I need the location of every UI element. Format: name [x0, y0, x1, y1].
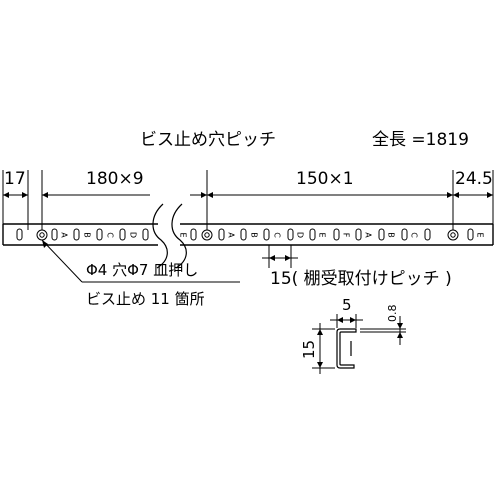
- channel-profile: [336, 328, 357, 369]
- rail-slots: [16, 228, 474, 241]
- hole-letter: C: [410, 232, 419, 238]
- hole-letter: B: [387, 232, 396, 238]
- break-line-left: [152, 203, 168, 269]
- hole-letters-left: A B C D: [60, 232, 138, 238]
- leader-arrow: [42, 240, 48, 248]
- screw-hole-icon: [201, 229, 213, 241]
- shelf-pitch-dimension: [262, 245, 298, 268]
- hole-leader: [41, 239, 240, 283]
- screw-count-label: ビス止め 11 箇所: [86, 290, 205, 308]
- shelf-pitch-label: 15( 棚受取付けピッチ ): [270, 269, 452, 289]
- hole-letters-right: E A B C D E F A B C E: [179, 232, 485, 238]
- hole-letter: D: [129, 232, 138, 238]
- rail-right-segment: [180, 223, 494, 246]
- dimension-arrows: [3, 192, 493, 198]
- hole-letter: E: [318, 232, 327, 237]
- total-length-label: 全長 =1819: [372, 130, 469, 150]
- dim-150x1-label: 150×1: [296, 169, 354, 189]
- cross-section: [312, 314, 406, 374]
- screw-holes: [36, 229, 459, 241]
- dim-180x9-label: 180×9: [86, 169, 144, 189]
- screw-pitch-label: ビス止め穴ピッチ: [140, 130, 276, 150]
- section-dim-0-8-label: 0.8: [386, 305, 399, 323]
- dim-24-5-label: 24.5: [455, 169, 493, 189]
- section-dim-15-label: 15: [300, 340, 318, 359]
- screw-hole-icon: [447, 229, 459, 241]
- hole-letter: F: [342, 233, 351, 238]
- hole-letter: B: [83, 232, 92, 238]
- hole-letter: A: [364, 232, 373, 238]
- screw-hole-icon: [36, 229, 48, 241]
- hole-letter: B: [250, 232, 259, 238]
- hole-letter: E: [476, 232, 485, 237]
- dimension-lines: [2, 170, 494, 230]
- rail-body: [2, 203, 494, 269]
- break-line-right: [171, 203, 187, 269]
- section-dim-5-label: 5: [342, 296, 352, 314]
- hole-letter: A: [227, 232, 236, 238]
- hole-letter: D: [296, 232, 305, 238]
- rail-left-segment: [2, 223, 158, 246]
- hole-letter: A: [60, 232, 69, 238]
- dim-17-label: 17: [4, 169, 26, 189]
- hole-letter: E: [179, 232, 188, 237]
- hole-letter: C: [273, 232, 282, 238]
- hole-letter: C: [106, 232, 115, 238]
- hole-spec-label: Φ4 穴Φ7 皿押し: [86, 261, 198, 279]
